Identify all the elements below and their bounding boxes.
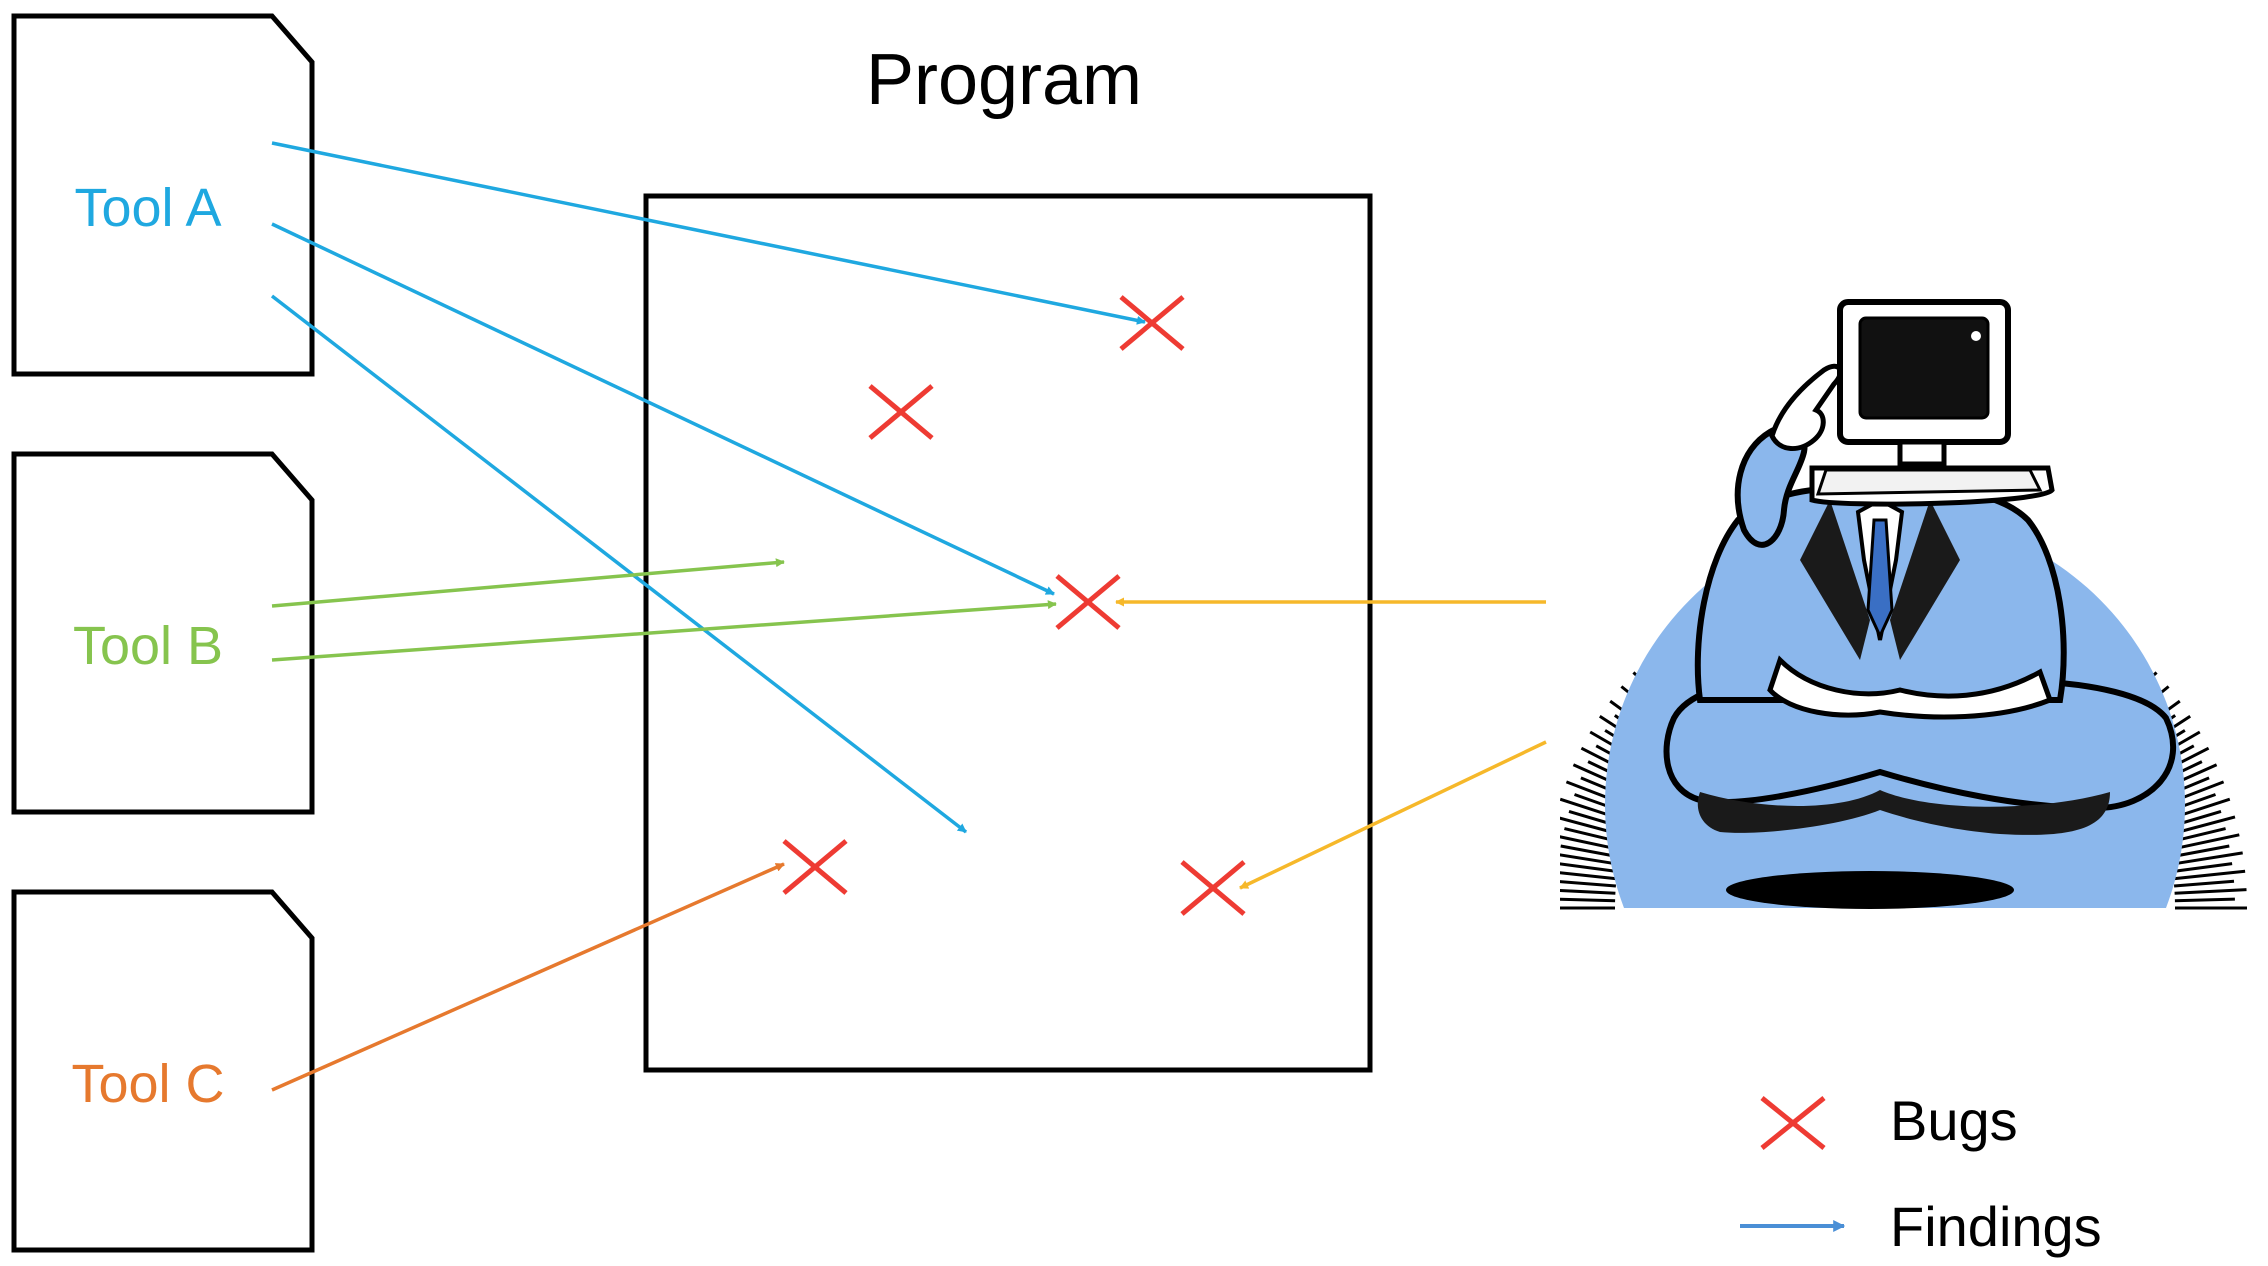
tool-c-finding-arrow — [271, 862, 785, 1092]
halo-ray — [2173, 879, 2235, 888]
bug-marker — [782, 839, 848, 895]
tool-a-finding-arrow — [271, 222, 1055, 596]
halo-ray — [1560, 880, 1617, 888]
meditating-computer-head-person-icon — [1560, 299, 2247, 910]
tool-b-finding-arrow — [271, 600, 1057, 662]
halo-ray — [1560, 853, 1619, 866]
halo-ray — [1560, 888, 1616, 895]
program-box — [643, 193, 1373, 1073]
tool-b-finding-arrow — [271, 558, 785, 608]
legend-bugs-label: Bugs — [1890, 1089, 2018, 1152]
halo-ray — [2174, 897, 2235, 903]
expert-finding-arrow — [1239, 740, 1547, 890]
tool-a-document: Tool A — [11, 13, 315, 377]
tool-a-finding-arrow — [271, 141, 1146, 325]
tool-a-label: Tool A — [74, 178, 221, 238]
tool-a-finding-arrow — [270, 294, 968, 834]
halo-ray — [1560, 862, 1618, 873]
tool-c-document: Tool C — [11, 889, 315, 1253]
red-x-icon — [1760, 1096, 1826, 1150]
tool-c-label: Tool C — [71, 1054, 224, 1114]
bug-marker — [1180, 860, 1246, 916]
bug-marker — [1055, 574, 1121, 630]
legend-findings-label: Findings — [1890, 1195, 2102, 1258]
halo-ray — [2174, 888, 2247, 895]
halo-ray — [1560, 871, 1617, 881]
tool-b-document: Tool B — [11, 451, 315, 815]
legend: Bugs Findings — [1740, 1089, 2102, 1258]
bug-marker — [868, 384, 934, 440]
halo-ray — [2172, 862, 2233, 873]
program-title: Program — [866, 40, 1142, 120]
tool-b-label: Tool B — [73, 616, 223, 676]
halo-ray — [2173, 869, 2246, 881]
halo-ray — [2171, 851, 2243, 866]
halo-ray — [1560, 897, 1616, 903]
bug-marker — [1119, 295, 1185, 351]
